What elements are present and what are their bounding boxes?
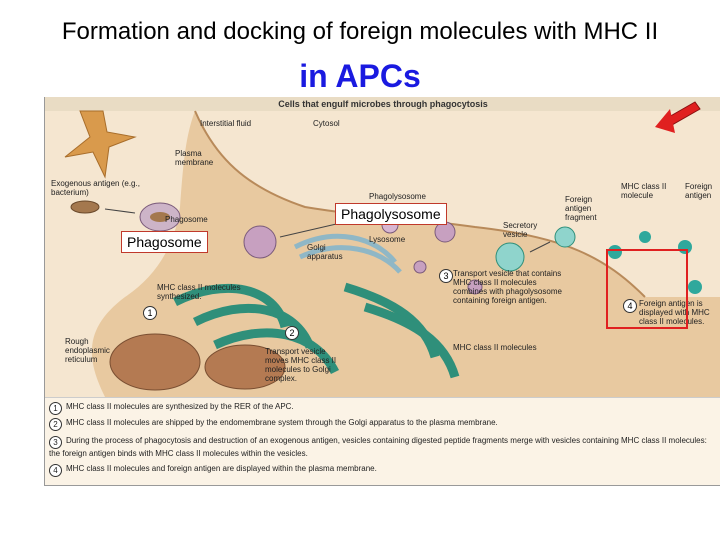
step-marker-2: 2 — [285, 326, 299, 340]
label-secretory-vesicle: Secretory vesicle — [503, 221, 538, 239]
label-mhc-synthesized: MHC class II molecules synthesized. — [157, 283, 241, 301]
callout-phagosome: Phagosome — [121, 231, 208, 253]
label-transport-vesicle-moves: Transport vesicle moves MHC class II mol… — [265, 347, 337, 383]
label-phagosome-small: Phagosome — [165, 215, 208, 224]
label-foreign-antigen: Foreign antigen — [685, 182, 713, 200]
step-marker-1: 1 — [143, 306, 157, 320]
label-rough-er: Rough endoplasmic reticulum — [65, 337, 110, 364]
label-golgi: Golgi apparatus — [307, 243, 343, 261]
label-plasma-membrane: Plasma membrane — [175, 149, 214, 167]
cell-illustration — [45, 101, 720, 397]
label-phagolysosome-small: Phagolysosome — [369, 192, 426, 201]
label-mhc-molecules: MHC class II molecules — [453, 343, 537, 352]
slide-title: Formation and docking of foreign molecul… — [61, 18, 659, 45]
slide-subtitle: in APCs — [299, 58, 421, 94]
label-interstitial-fluid: Interstitial fluid — [200, 119, 252, 128]
label-mhc-class-ii-molecule: MHC class II molecule — [621, 182, 667, 200]
label-lysosome: Lysosome — [369, 235, 406, 244]
label-cytosol: Cytosol — [313, 119, 340, 128]
label-transport-vesicle-combines: Transport vesicle that contains MHC clas… — [453, 269, 562, 305]
label-foreign-antigen-fragment: Foreign antigen fragment — [565, 195, 597, 222]
highlight-box — [606, 249, 688, 329]
step-marker-3: 3 — [439, 269, 453, 283]
callout-phagolysosome: Phagolysosome — [335, 203, 447, 225]
figure-header: Cells that engulf microbes through phago… — [45, 97, 720, 111]
label-exogenous-antigen: Exogenous antigen (e.g., bacterium) — [51, 179, 140, 197]
step-marker-4: 4 — [623, 299, 637, 313]
label-foreign-antigen-displayed: Foreign antigen is displayed with MHC cl… — [639, 299, 710, 326]
